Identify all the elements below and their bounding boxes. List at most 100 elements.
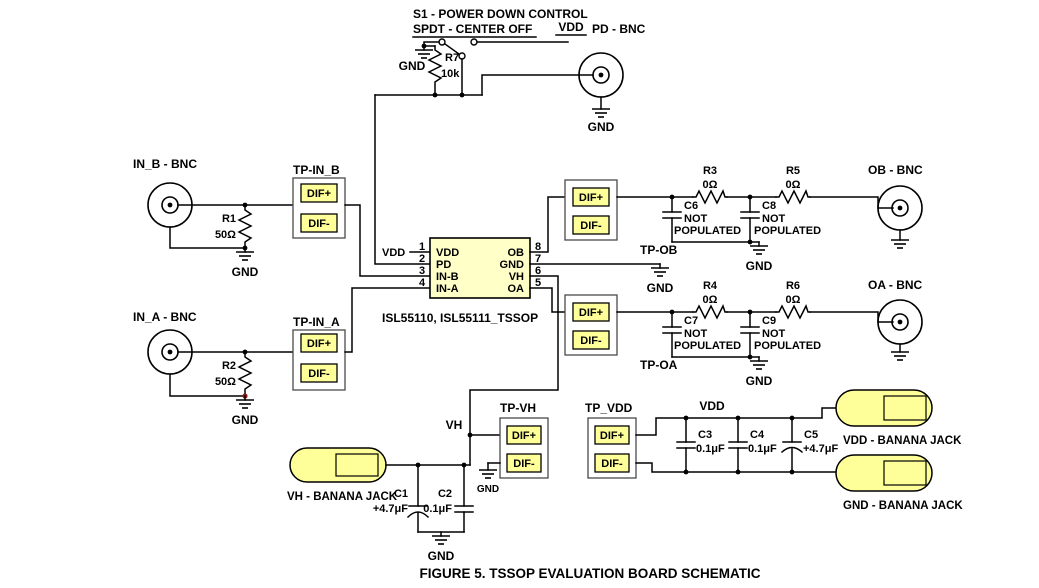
tp-in-b-label: TP-IN_B: [293, 163, 340, 177]
capacitor-c1-curve: [406, 511, 430, 519]
c6-name: C6: [684, 200, 698, 212]
r3-name: R3: [703, 165, 717, 177]
dif-minus-label: DIF-: [308, 368, 330, 380]
tp-vh-gnd-label: GND: [477, 484, 499, 495]
ground-symbol: [749, 360, 769, 370]
r1-name: R1: [222, 213, 236, 225]
ground-symbol: [890, 239, 910, 249]
ob-gnd-label: GND: [746, 259, 773, 273]
c9-not: NOT: [762, 328, 786, 340]
c4-value: 0.1μF: [748, 443, 777, 455]
r6-value: 0Ω: [786, 294, 801, 306]
ic-body: [429, 237, 531, 299]
s1-subtitle: SPDT - CENTER OFF: [413, 22, 532, 36]
dif-minus-pad: [300, 213, 338, 233]
junction-dot: [421, 43, 427, 49]
tp-in-a-label: TP-IN_A: [293, 315, 340, 329]
vdd-section: TP_VDD DIF+ DIF- VDD C3 0.1μF C4 0.1μF: [585, 389, 963, 512]
r4-name: R4: [703, 280, 718, 292]
wire-bus-to-pd-bnc: [481, 74, 594, 96]
pin-name: OB: [508, 247, 525, 259]
ob-output-section: DIF+ DIF- TP-OB R3 0Ω R5 0Ω C6 NOT POPUL…: [529, 163, 923, 273]
wire-in-a-to-ic: [344, 287, 431, 353]
resistor-r2: [237, 351, 253, 397]
resistor-r5: [775, 189, 811, 205]
dif-minus-pad: [572, 215, 610, 235]
vdd-net-label: VDD: [699, 399, 725, 413]
switch-gnd-label: GND: [399, 59, 426, 73]
dif-plus-pad: [506, 425, 542, 445]
ground-symbol: [650, 267, 670, 277]
pin-name: IN-A: [436, 283, 459, 295]
pin-number: 8: [535, 241, 541, 253]
vh-jack-label: VH - BANANA JACK: [287, 491, 398, 503]
in-a-gnd-label: GND: [232, 413, 259, 427]
c7-name: C7: [684, 315, 698, 327]
capacitor-c5-curve: [780, 446, 804, 454]
ground-symbol: [235, 399, 255, 409]
junction-dot: [459, 92, 465, 98]
wire-vh-from-ic: [469, 275, 559, 436]
wire-in-b-to-ic: [344, 204, 431, 277]
junction-dot: [747, 239, 753, 245]
wire-bus-to-pd-pin: [374, 94, 431, 265]
pin-number: 2: [419, 253, 425, 265]
dif-minus-label: DIF-: [513, 458, 535, 470]
dif-plus-pad: [572, 187, 610, 207]
r5-name: R5: [786, 165, 800, 177]
c2-name: C2: [438, 488, 452, 500]
s1-title: S1 - POWER DOWN CONTROL: [413, 7, 588, 21]
oa-output-section: GND DIF+ DIF- TP-OA R4 0Ω R6 0Ω C7 NOT P…: [529, 263, 923, 388]
ground-symbol: [890, 351, 910, 361]
ic-vdd-net-label: VDD: [382, 247, 405, 259]
junction-dot: [432, 92, 438, 98]
ob-bnc-label: OB - BNC: [868, 163, 923, 177]
c8-not: NOT: [762, 213, 786, 225]
resistor-r7: [427, 45, 443, 96]
pin-name: VDD: [436, 247, 459, 259]
dif-minus-label: DIF-: [580, 335, 602, 347]
in-b-input-section: IN_B - BNC R1 50Ω GND TP-IN_B DIF+ DIF-: [133, 157, 431, 279]
c9-name: C9: [762, 315, 776, 327]
wire-ob-pin-to-tp: [529, 196, 566, 253]
r7-name: R7: [445, 52, 459, 64]
switch-lever: [443, 42, 461, 56]
pin7-gnd-label: GND: [647, 281, 674, 295]
main-ic-section: VDD 1 2 3 4 VDD PD IN-B IN-A OB GND VH O…: [382, 237, 541, 325]
r7-value: 10k: [441, 68, 460, 80]
dif-minus-pad: [572, 330, 610, 350]
pin-name: PD: [436, 259, 451, 271]
r1-value: 50Ω: [215, 229, 236, 241]
c6-not: NOT: [684, 213, 708, 225]
dif-minus-label: DIF-: [580, 220, 602, 232]
r3-value: 0Ω: [703, 179, 718, 191]
tp-vh-label: TP-VH: [500, 401, 536, 415]
dif-minus-pad: [300, 363, 338, 383]
banana-jack-vh-inner: [335, 453, 379, 477]
dif-minus-pad: [506, 453, 542, 473]
c1-value: +4.7μF: [373, 503, 408, 515]
resistor-r3: [692, 189, 728, 205]
junction-dot: [735, 469, 741, 475]
c5-name: C5: [804, 429, 818, 441]
pin-name: VH: [509, 271, 524, 283]
c5-value: +4.7μF: [803, 443, 838, 455]
dif-plus-label: DIF+: [512, 430, 536, 442]
dif-minus-label: DIF-: [601, 458, 623, 470]
wire-in-a-shell: [169, 373, 246, 397]
in-b-gnd-label: GND: [232, 265, 259, 279]
dif-plus-pad: [594, 425, 630, 445]
r5-value: 0Ω: [786, 179, 801, 191]
in-b-bnc-label: IN_B - BNC: [133, 157, 197, 171]
oa-gnd-label: GND: [746, 374, 773, 388]
banana-jack-vdd-inner: [883, 395, 927, 421]
ground-symbol: [478, 469, 498, 479]
c7-not: NOT: [684, 328, 708, 340]
c2-value: 0.1μF: [423, 503, 452, 515]
ground-symbol: [235, 251, 255, 261]
vdd-jack-label: VDD - BANANA JACK: [843, 435, 962, 447]
ground-symbol: [749, 245, 769, 255]
dif-plus-label: DIF+: [579, 307, 603, 319]
